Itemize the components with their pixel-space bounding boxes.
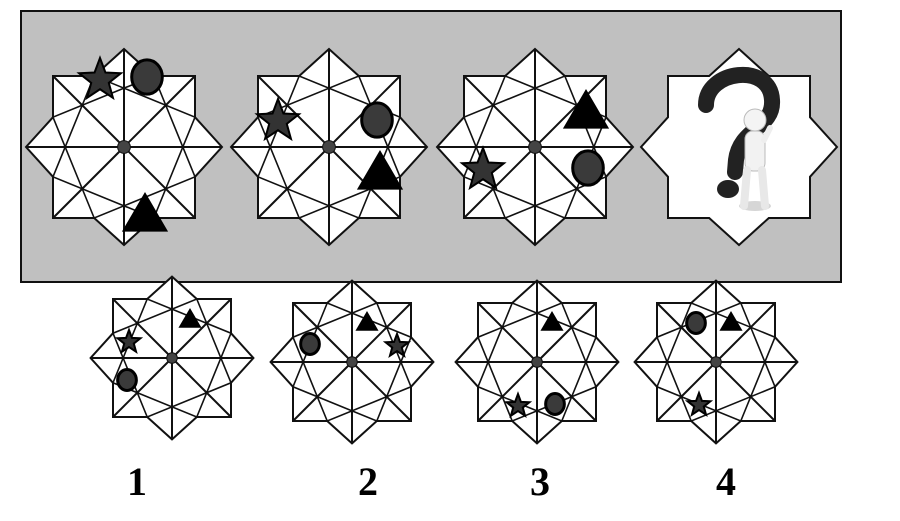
circle-icon — [685, 311, 707, 335]
triangle-icon — [540, 311, 564, 331]
sequence-figure-4 — [639, 47, 839, 247]
circle-icon — [571, 149, 605, 187]
circle-icon — [544, 392, 566, 416]
circle-icon — [130, 58, 164, 96]
star-icon — [76, 55, 124, 101]
option-number-3: 3 — [530, 459, 550, 504]
star-icon — [382, 331, 412, 359]
sequence-figure-2 — [229, 47, 429, 247]
option-number-1: 1 — [127, 459, 147, 504]
triangle-icon — [719, 311, 743, 331]
star-icon — [459, 145, 507, 191]
circle-icon — [116, 368, 138, 392]
star-icon — [684, 390, 714, 418]
triangle-icon — [355, 311, 379, 331]
sequence-figure-1 — [24, 47, 224, 247]
star-icon — [503, 391, 533, 419]
question-mark-figure-icon — [698, 67, 780, 211]
star-icon — [114, 327, 144, 355]
sequence-figure-3 — [435, 47, 635, 247]
triangle-icon — [121, 192, 169, 232]
circle-icon — [299, 332, 321, 356]
answer-option-4[interactable] — [633, 279, 799, 445]
option-number-4: 4 — [716, 459, 736, 504]
answer-option-3[interactable] — [454, 279, 620, 445]
option-number-2: 2 — [358, 459, 378, 504]
star-icon — [254, 96, 302, 142]
triangle-icon — [562, 89, 610, 129]
answer-option-1[interactable] — [89, 275, 255, 441]
triangle-icon — [178, 308, 202, 328]
answer-option-2[interactable] — [269, 279, 435, 445]
circle-icon — [360, 101, 394, 139]
triangle-icon — [356, 150, 404, 190]
